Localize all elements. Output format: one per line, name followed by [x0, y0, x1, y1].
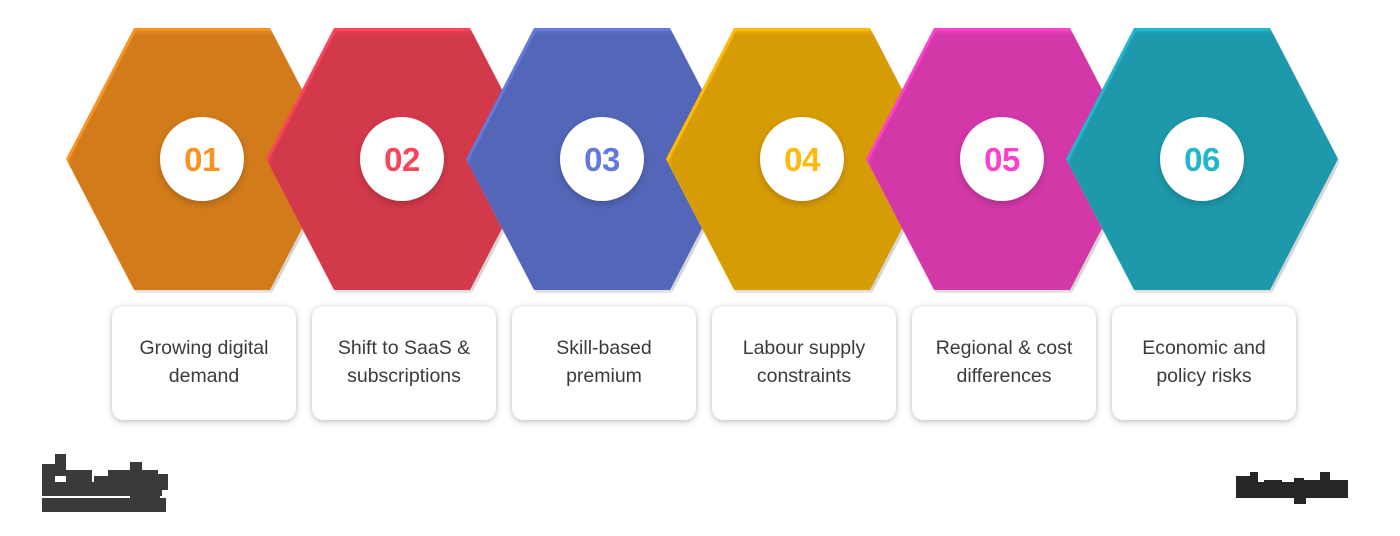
label-card-text: Shift to SaaS & subscriptions: [337, 337, 471, 387]
step-number-badge: 05: [960, 117, 1044, 201]
step-number-text: 06: [1184, 140, 1220, 178]
hexagon-step-06[interactable]: 06: [1066, 28, 1340, 293]
label-card-text: Skill-based premium: [556, 337, 652, 387]
step-number-text: 03: [584, 140, 620, 178]
label-card-03[interactable]: Skill-based premium: [512, 306, 696, 420]
step-number-text: 02: [384, 140, 420, 178]
label-card-02[interactable]: Shift to SaaS & subscriptions: [312, 306, 496, 420]
hexagon-band: 01 02 03 04 05 06: [66, 28, 1340, 293]
redacted-logo-right: [1230, 468, 1362, 508]
redacted-logo-left: [38, 452, 204, 514]
label-card-05[interactable]: Regional & cost differences: [912, 306, 1096, 420]
label-card-04[interactable]: Labour supply constraints: [712, 306, 896, 420]
step-number-badge: 01: [160, 117, 244, 201]
step-number-badge: 06: [1160, 117, 1244, 201]
step-number-badge: 03: [560, 117, 644, 201]
step-number-badge: 04: [760, 117, 844, 201]
step-number-text: 04: [784, 140, 820, 178]
label-card-text: Regional & cost differences: [935, 337, 1073, 387]
hexagon-step-04[interactable]: 04: [666, 28, 940, 293]
step-number-text: 05: [984, 140, 1020, 178]
step-number-badge: 02: [360, 117, 444, 201]
step-number-text: 01: [184, 140, 220, 178]
label-card-text: Economic and policy risks: [1142, 337, 1266, 387]
label-card-06[interactable]: Economic and policy risks: [1112, 306, 1296, 420]
label-card-text: Labour supply constraints: [742, 337, 866, 387]
label-card-band: Growing digital demand Shift to SaaS & su…: [0, 306, 1400, 426]
label-card-text: Growing digital demand: [139, 337, 269, 387]
label-card-01[interactable]: Growing digital demand: [112, 306, 296, 420]
